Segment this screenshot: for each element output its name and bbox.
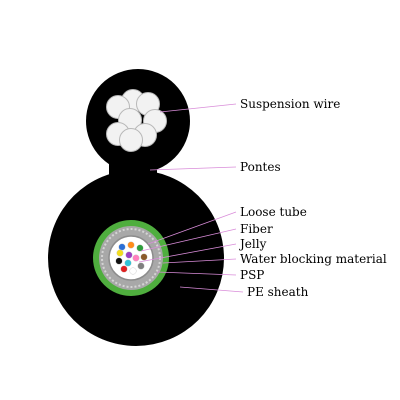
leader-line-fiber: [140, 228, 237, 252]
label-pe-sheath: PE sheath: [247, 285, 309, 299]
leader-line-psp: [156, 271, 237, 276]
fiber-strand: [116, 249, 124, 257]
label-jelly: Jelly: [238, 237, 267, 251]
labels: Suspension wire Pontes Loose tube Fiber …: [238, 97, 387, 299]
leader-line-jelly: [138, 243, 237, 263]
fiber-strand: [124, 259, 132, 267]
fiber-strand: [120, 265, 128, 273]
leader-lines: [138, 103, 244, 293]
fiber-strand: [136, 244, 144, 252]
fiber-strand: [129, 267, 137, 275]
leader-line-pontes: [149, 166, 237, 171]
leader-line-water-blocking: [162, 258, 237, 264]
leader-line-suspension-wire: [159, 103, 237, 113]
label-water-blocking-material: Water blocking material: [240, 252, 387, 266]
fiber-strand: [140, 253, 148, 261]
label-psp: PSP: [240, 268, 264, 282]
cable-core: [93, 220, 169, 296]
fiber-strand: [115, 257, 123, 265]
fiber-strand: [125, 251, 133, 259]
label-loose-tube: Loose tube: [240, 205, 307, 219]
fiber-strand: [137, 262, 145, 270]
leader-line-pe-sheath: [179, 286, 244, 293]
fiber-strand: [127, 241, 135, 249]
fiber-strand: [132, 254, 140, 262]
fiber-strand: [118, 243, 126, 251]
suspension-wire: [106, 89, 167, 152]
label-pontes: Pontes: [240, 160, 281, 174]
label-suspension-wire: Suspension wire: [240, 97, 340, 111]
label-fiber: Fiber: [240, 222, 273, 236]
wire-strand: [119, 128, 143, 152]
fiber-bundle: [115, 241, 148, 275]
leader-line-loose-tube: [147, 211, 237, 245]
